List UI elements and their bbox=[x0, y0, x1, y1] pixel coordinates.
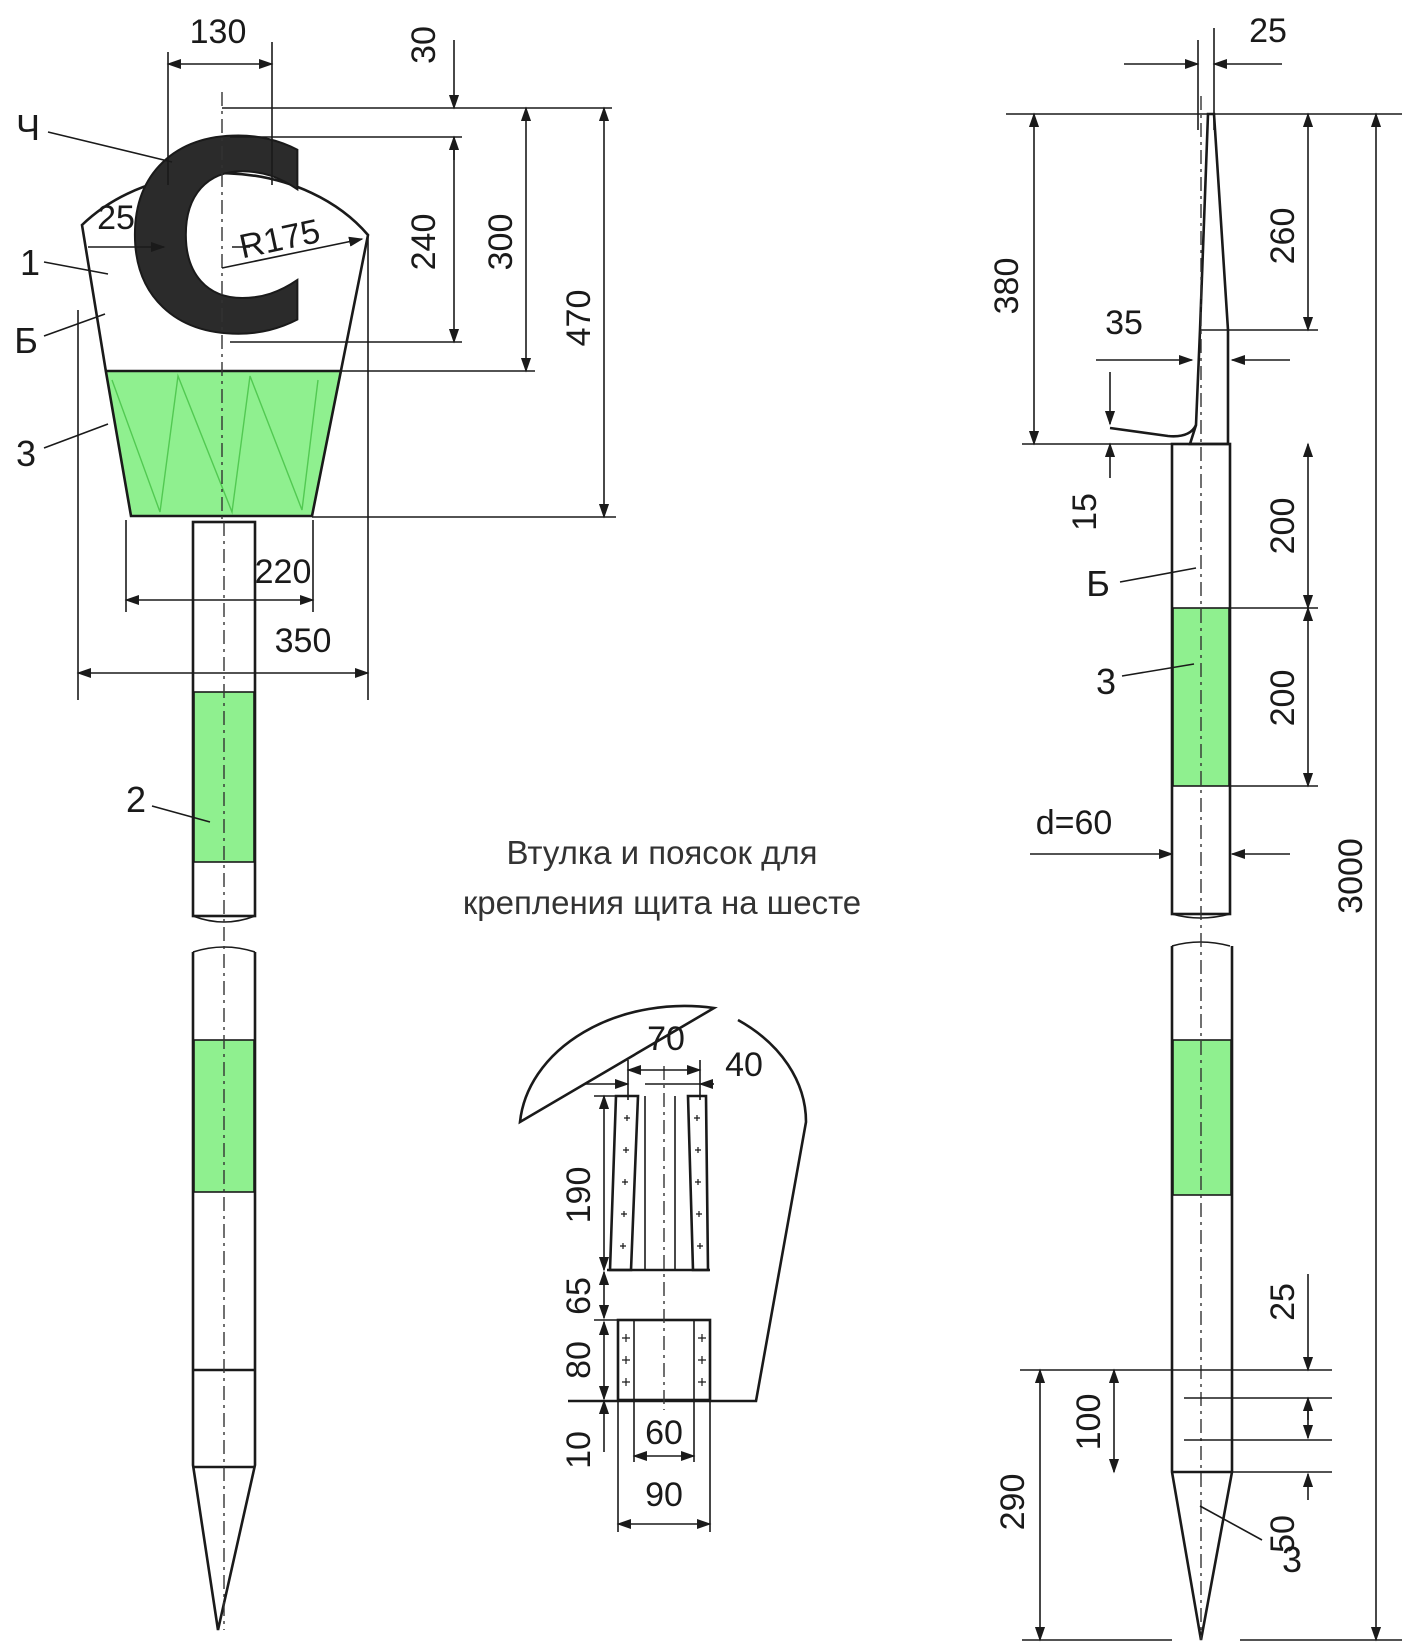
pole-lower-segment bbox=[191, 952, 257, 1631]
dim-25-left: 25 bbox=[97, 199, 135, 237]
dim-190: 190 bbox=[560, 1167, 598, 1224]
label-2: 2 bbox=[126, 779, 146, 820]
label-b-left: Б bbox=[14, 320, 38, 361]
label-3-bottom: 3 bbox=[1282, 1539, 1302, 1580]
sleeve-lower-hatch-marks bbox=[622, 1334, 706, 1386]
caption-line-2: крепления щита на шесте bbox=[463, 884, 861, 921]
dim-200-upper: 200 bbox=[1264, 498, 1302, 555]
dim-380: 380 bbox=[988, 258, 1026, 315]
caption-block: Втулка и поясок для крепления щита на ше… bbox=[463, 834, 861, 921]
sleeve-upper-left-wall bbox=[608, 1094, 640, 1272]
caption-line-1: Втулка и поясок для bbox=[506, 834, 817, 871]
left-view-dimensions: 130 30 240 300 470 25 R175 220 35 bbox=[76, 13, 616, 700]
dim-90: 90 bbox=[645, 1476, 683, 1514]
dim-70: 70 bbox=[647, 1020, 685, 1058]
label-b-right: Б bbox=[1086, 563, 1110, 604]
label-ch: Ч bbox=[16, 107, 40, 148]
dim-3000: 3000 bbox=[1332, 838, 1370, 914]
dim-25-top: 25 bbox=[1249, 12, 1287, 50]
side-view-callouts: Б 3 3 bbox=[1086, 563, 1302, 1580]
dim-240: 240 bbox=[405, 214, 443, 271]
sleeve-shield-outline bbox=[518, 1004, 808, 1403]
pole-front-view bbox=[191, 520, 257, 1631]
dim-10: 10 bbox=[560, 1431, 598, 1469]
shield-front-view: С bbox=[80, 86, 370, 520]
side-pole-green-stripe-2 bbox=[1172, 1039, 1232, 1196]
left-view-callouts: Ч 1 Б 3 2 bbox=[14, 107, 211, 823]
dim-25-lower: 25 bbox=[1264, 1283, 1302, 1321]
dim-65: 65 bbox=[560, 1277, 598, 1315]
dim-200-lower: 200 bbox=[1264, 670, 1302, 727]
dim-80: 80 bbox=[560, 1341, 598, 1379]
dim-15: 15 bbox=[1066, 493, 1104, 531]
dim-260: 260 bbox=[1264, 208, 1302, 265]
side-shield-blade bbox=[1188, 112, 1230, 446]
dim-40: 40 bbox=[725, 1046, 763, 1084]
label-1: 1 bbox=[20, 242, 40, 283]
side-view-dimensions: 25 380 260 35 15 200 200 d=60 3000 bbox=[988, 12, 1402, 1642]
label-3-right: 3 bbox=[1096, 661, 1116, 702]
dim-50: 50 bbox=[1264, 1515, 1302, 1553]
shield-green-band bbox=[106, 372, 342, 516]
label-3-left: 3 bbox=[16, 433, 36, 474]
sleeve-upper-hatch-marks bbox=[620, 1115, 703, 1249]
dim-35: 35 bbox=[1105, 304, 1143, 342]
dim-470: 470 bbox=[560, 290, 598, 347]
dim-100: 100 bbox=[1070, 1394, 1108, 1451]
shield-outline bbox=[80, 171, 370, 518]
dim-290: 290 bbox=[994, 1474, 1032, 1531]
pole-side-view bbox=[1109, 96, 1234, 1641]
side-pole-lower bbox=[1170, 946, 1234, 1641]
shield-band-hatching bbox=[111, 373, 319, 515]
dim-220: 220 bbox=[255, 553, 312, 591]
dim-350: 350 bbox=[275, 622, 332, 660]
dim-d60: d=60 bbox=[1036, 804, 1113, 842]
dim-30: 30 bbox=[405, 26, 443, 64]
dim-130: 130 bbox=[190, 13, 247, 51]
dim-300: 300 bbox=[482, 214, 520, 271]
dim-60: 60 bbox=[645, 1414, 683, 1452]
sleeve-lower-collar bbox=[616, 1318, 712, 1402]
sleeve-dimensions: 70 40 190 65 80 10 60 90 bbox=[560, 1020, 763, 1532]
side-sleeve-hook bbox=[1109, 424, 1198, 438]
